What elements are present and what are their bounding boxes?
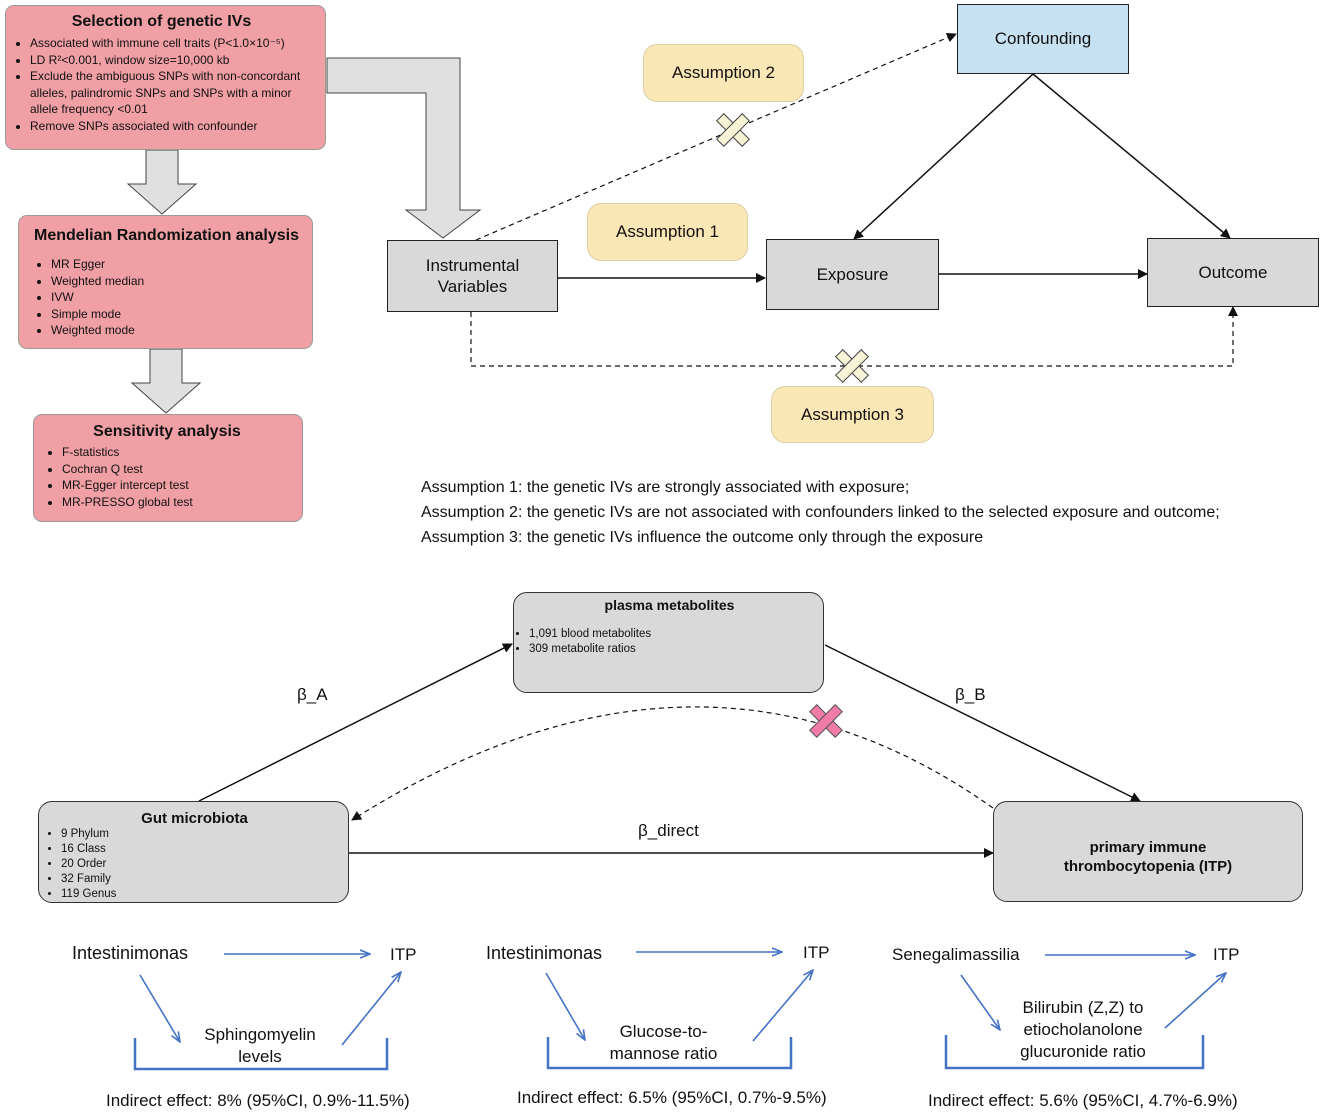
confounding-box: Confounding xyxy=(957,4,1129,74)
assumption1-badge: Assumption 1 xyxy=(587,203,748,261)
ex1-exposure: Intestinimonas xyxy=(72,943,189,963)
taxon-item: 20 Order xyxy=(61,857,348,872)
outcome-box: Outcome xyxy=(1147,238,1319,307)
assumption1-label: Assumption 1 xyxy=(616,222,719,241)
ex2-mediator: Glucose-to-mannose ratio xyxy=(609,1022,718,1063)
ex3-arrow-to-mediator xyxy=(960,974,1000,1030)
flow-arrow-2 xyxy=(130,348,202,414)
mr-method-item: MR Egger xyxy=(51,256,306,273)
ex2-effect: Indirect effect: 6.5% (95%CI, 0.7%-9.5%) xyxy=(517,1088,827,1107)
exposure-label: Exposure xyxy=(816,264,889,284)
dashed-iv-outcome xyxy=(470,306,1238,367)
selection-item: Remove SNPs associated with confounder xyxy=(30,118,317,135)
plasma-metabolites-list: 1,091 blood metabolites 309 metabolite r… xyxy=(516,627,823,657)
instrumental-variables-label: Instrumental Variables xyxy=(425,256,520,296)
outcome-label: Outcome xyxy=(1198,262,1268,282)
ex2-arrow-from-mediator xyxy=(752,970,813,1042)
ex1-mediator: Sphingomyelin levels xyxy=(204,1025,316,1066)
taxon-item: 16 Class xyxy=(61,842,348,857)
mr-analysis-list: MR Egger Weighted median IVW Simple mode… xyxy=(27,256,306,339)
gut-microbiota-list: 9 Phylum 16 Class 20 Order 32 Family 119… xyxy=(41,827,348,902)
taxon-item: 9 Phylum xyxy=(61,827,348,842)
mr-analysis-title: Mendelian Randomization analysis xyxy=(34,227,299,244)
ex3-exposure: Senegalimassilia xyxy=(892,945,1020,964)
ex3-mediator: Bilirubin (Z,Z) to etiocholanolone glucu… xyxy=(1020,998,1146,1061)
mr-analysis-box: Mendelian Randomization analysis MR Egge… xyxy=(18,215,313,349)
taxon-item: 32 Family xyxy=(61,872,348,887)
gut-microbiota-box: Gut microbiota 9 Phylum 16 Class 20 Orde… xyxy=(38,801,349,903)
gut-microbiota-title: Gut microbiota xyxy=(141,810,248,827)
assumption3-label: Assumption 3 xyxy=(801,404,904,424)
ex3-effect: Indirect effect: 5.6% (95%CI, 4.7%-6.9%) xyxy=(928,1091,1238,1110)
beta-a-label: β_A xyxy=(297,685,328,704)
ex1-effect: Indirect effect: 8% (95%CI, 0.9%-11.5%) xyxy=(106,1091,410,1110)
ex3-bracket xyxy=(944,1035,1205,1070)
sensitivity-item: Cochran Q test xyxy=(62,461,296,478)
selection-list: Associated with immune cell traits (P<1.… xyxy=(6,35,317,134)
sensitivity-item: MR-Egger intercept test xyxy=(62,477,296,494)
plasma-metabolites-box: plasma metabolites 1,091 blood metabolit… xyxy=(513,592,824,693)
dashed-iv-confounding xyxy=(475,32,957,241)
sensitivity-box: Sensitivity analysis F-statistics Cochra… xyxy=(33,414,303,522)
itp-box: primary immune thrombocytopenia (ITP) xyxy=(993,801,1303,902)
sensitivity-title: Sensitivity analysis xyxy=(93,423,241,440)
arrow-metabolites-itp xyxy=(824,644,1141,802)
ex2-exposure: Intestinimonas xyxy=(486,943,603,963)
selection-item: Associated with immune cell traits (P<1.… xyxy=(30,35,317,52)
itp-label: primary immune thrombocytopenia (ITP) xyxy=(1063,838,1233,875)
ex3-outcome: ITP xyxy=(1213,945,1240,964)
assumption-note: Assumption 3: the genetic IVs influence … xyxy=(421,529,984,546)
mr-method-item: Weighted median xyxy=(51,273,306,290)
confounding-label: Confounding xyxy=(994,29,1092,48)
sensitivity-item: MR-PRESSO global test xyxy=(62,494,296,511)
assumption-note: Assumption 2: the genetic IVs are not as… xyxy=(421,504,1220,521)
selection-item: LD R²<0.001, window size=10,000 kb xyxy=(30,52,317,69)
cross-icon-assumption2 xyxy=(716,113,750,147)
sensitivity-item: F-statistics xyxy=(62,444,296,461)
metabolite-item: 309 metabolite ratios xyxy=(529,642,823,657)
selection-item: Exclude the ambiguous SNPs with non-conc… xyxy=(30,68,317,118)
beta-b-label: β_B xyxy=(955,685,986,704)
metabolite-item: 1,091 blood metabolites xyxy=(529,627,823,642)
mr-method-item: Weighted mode xyxy=(51,322,306,339)
arrow-confounding-outcome xyxy=(1032,73,1231,239)
sensitivity-list: F-statistics Cochran Q test MR-Egger int… xyxy=(38,444,296,510)
instrumental-variables-box: Instrumental Variables xyxy=(387,240,558,312)
assumption-notes: Assumption 1: the genetic IVs are strong… xyxy=(421,475,1321,550)
arrow-confounding-exposure xyxy=(853,73,1034,240)
ex1-arrow-from-mediator xyxy=(341,972,401,1046)
mr-method-item: Simple mode xyxy=(51,306,306,323)
ex1-outcome: ITP xyxy=(390,945,417,964)
mr-method-item: IVW xyxy=(51,289,306,306)
dashed-arc-confounding xyxy=(351,706,994,821)
taxon-item: 119 Genus xyxy=(61,887,348,902)
plasma-metabolites-title: plasma metabolites xyxy=(604,597,735,613)
cross-icon-pink xyxy=(809,704,843,738)
cross-icon-assumption3 xyxy=(835,349,869,383)
assumption3-badge: Assumption 3 xyxy=(771,386,934,443)
assumption2-badge: Assumption 2 xyxy=(643,44,804,102)
selection-box: Selection of genetic IVs Associated with… xyxy=(5,5,326,150)
flow-arrow-to-iv xyxy=(326,57,482,239)
ex1-arrow-to-mediator xyxy=(139,974,180,1042)
beta-direct-label: β_direct xyxy=(638,821,699,840)
flow-arrow-1 xyxy=(126,149,198,215)
ex1-bracket xyxy=(133,1038,389,1071)
assumption-note: Assumption 1: the genetic IVs are strong… xyxy=(421,479,910,496)
selection-title: Selection of genetic IVs xyxy=(71,13,252,30)
arrow-gut-metabolites xyxy=(198,643,513,802)
assumption2-label: Assumption 2 xyxy=(672,63,775,82)
ex2-bracket xyxy=(546,1037,793,1070)
ex2-outcome: ITP xyxy=(803,943,830,962)
ex2-arrow-to-mediator xyxy=(545,972,585,1040)
ex3-arrow-from-mediator xyxy=(1164,973,1226,1029)
exposure-box: Exposure xyxy=(766,239,939,310)
